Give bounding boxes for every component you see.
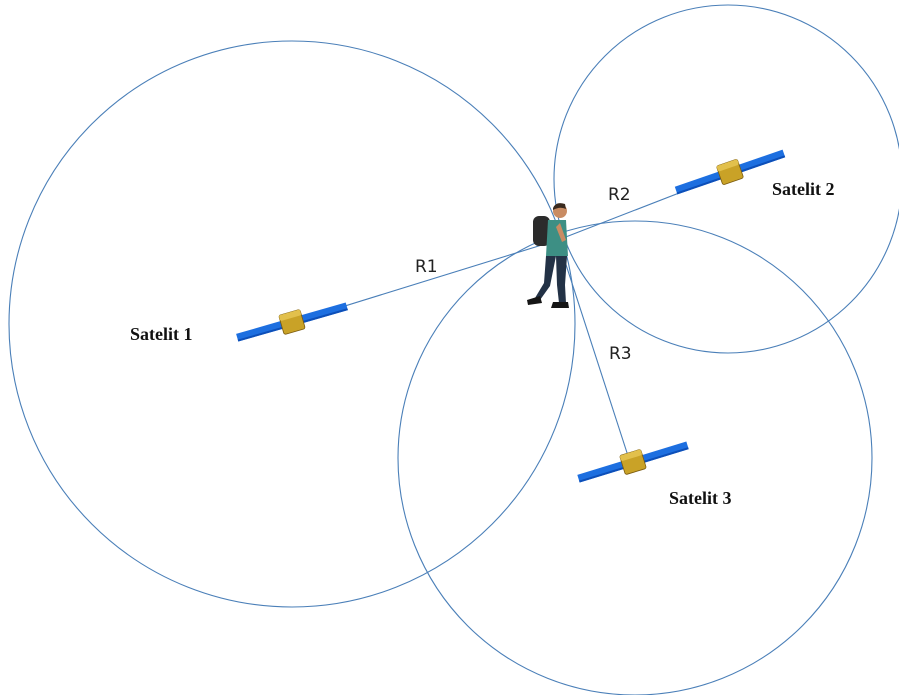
range-circle-1 [8, 40, 576, 608]
satellite-1-icon [236, 302, 348, 342]
satellite-2-label: Satelit 2 [772, 179, 835, 199]
range-label-r3: R3 [609, 344, 632, 364]
range-label-r1: R1 [415, 257, 438, 277]
range-circle-3 [397, 220, 873, 695]
range-label-r2: R2 [608, 185, 631, 205]
satellite-2-icon [674, 149, 786, 195]
satellite-1-label: Satelit 1 [130, 324, 193, 344]
person-hiker-icon [527, 203, 569, 308]
range-circle-2 [553, 4, 899, 354]
satellite-3-icon [577, 441, 689, 483]
satellite-3-label: Satelit 3 [669, 488, 732, 508]
range-line-3 [557, 239, 631, 463]
